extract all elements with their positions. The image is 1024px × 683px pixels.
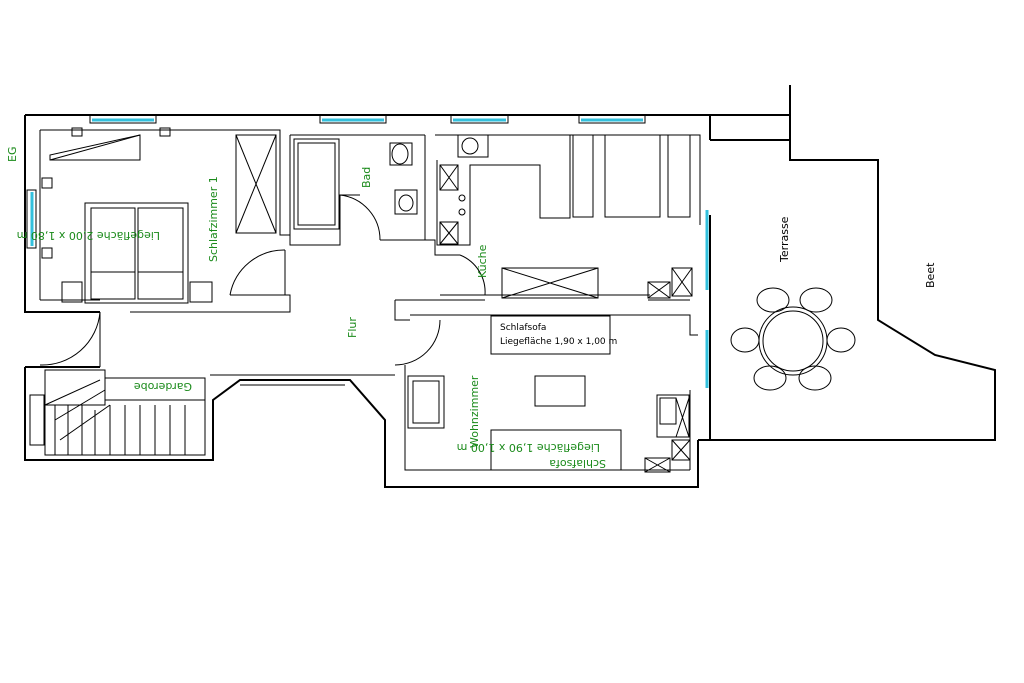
double-bed-label: Liegefläche 2,00 x 1,80 m (17, 229, 160, 242)
windows (26, 114, 709, 388)
terrace-table (730, 287, 856, 391)
room-label-living: Wohnzimmer (468, 375, 481, 448)
sofabed-2-size: Liegefläche 1,90 x 1,00 m (457, 441, 600, 454)
bedroom-furniture (41, 127, 277, 304)
doors (39, 194, 486, 367)
sofabed-2-title: Schlafsofa (549, 457, 606, 470)
room-label-bedroom: Schlafzimmer 1 (207, 176, 220, 262)
room-label-kitchen: Küche (476, 244, 489, 278)
stairs-wardrobe (29, 369, 206, 456)
room-label-bath: Bad (360, 167, 373, 188)
sofabed-1-size: Liegefläche 1,90 x 1,00 m (500, 337, 617, 347)
floor-label: EG (6, 147, 19, 162)
bathroom-fixtures (293, 138, 418, 230)
exterior-walls (24, 85, 996, 488)
room-label-hall: Flur (346, 317, 359, 338)
living-furniture (407, 315, 691, 473)
room-label-wardrobe: Garderobe (134, 380, 192, 393)
sofabed-1-title: Schlafsofa (500, 323, 546, 333)
room-label-terrace: Terrasse (778, 216, 791, 263)
kitchen-furniture (436, 134, 693, 299)
room-label-garden-bed: Beet (924, 262, 937, 288)
